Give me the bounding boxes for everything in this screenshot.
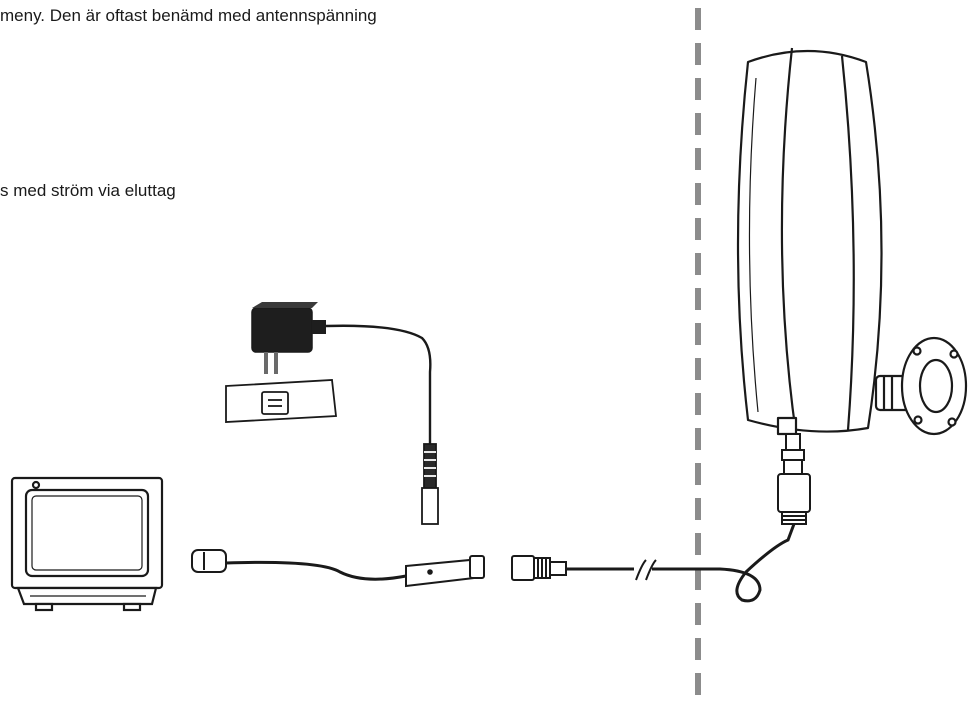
- f-connector: [511, 555, 567, 581]
- power-plug: [421, 443, 439, 525]
- inline-amplifier-icon: [191, 549, 485, 588]
- instruction-text-2: s med ström via eluttag: [0, 181, 176, 200]
- instruction-text-1: meny. Den är oftast benämd med antennspä…: [0, 6, 377, 25]
- antenna-icon: [736, 47, 883, 436]
- cable-break-marker: [635, 559, 657, 581]
- coax-cable-icon: [566, 523, 796, 603]
- power-adapter-icon: [251, 302, 326, 374]
- wall-outlet-icon: [225, 379, 337, 423]
- tv-icon: [10, 476, 164, 612]
- antenna-connector: [777, 433, 811, 525]
- power-cable: [325, 324, 432, 444]
- wall-mount-icon: [874, 336, 968, 436]
